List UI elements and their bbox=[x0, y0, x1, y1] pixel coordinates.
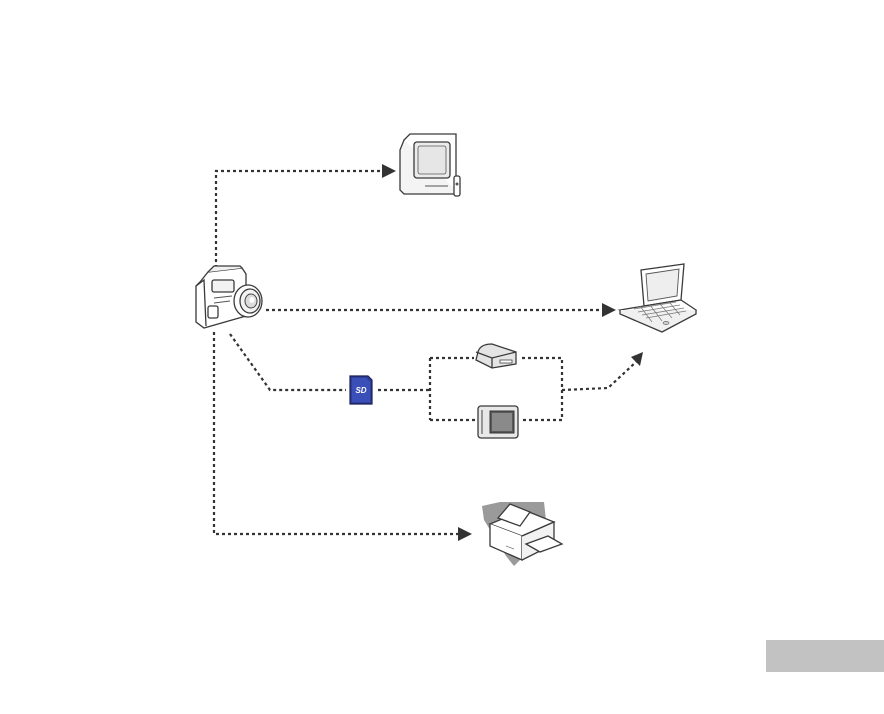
connector-readers-to-computer bbox=[522, 358, 636, 420]
sd-card-icon: SD bbox=[350, 376, 372, 404]
tv-icon bbox=[400, 134, 460, 196]
sd-card-label: SD bbox=[355, 386, 366, 395]
page-tab bbox=[766, 640, 884, 672]
connector-camera-to-tv bbox=[216, 171, 382, 268]
printer-icon bbox=[482, 502, 562, 566]
camera-icon bbox=[196, 266, 262, 328]
connections bbox=[214, 164, 643, 541]
laptop-icon bbox=[620, 264, 696, 332]
arrow-to-printer bbox=[458, 527, 472, 541]
connector-camera-to-memory-card bbox=[230, 334, 346, 390]
arrow-to-tv bbox=[382, 164, 396, 178]
connector-memory-card-to-readers bbox=[378, 358, 476, 420]
card-adapter-icon bbox=[478, 406, 518, 438]
connector-camera-to-printer bbox=[214, 332, 458, 534]
card-reader-icon bbox=[476, 344, 516, 368]
arrow-to-computer bbox=[602, 303, 616, 317]
